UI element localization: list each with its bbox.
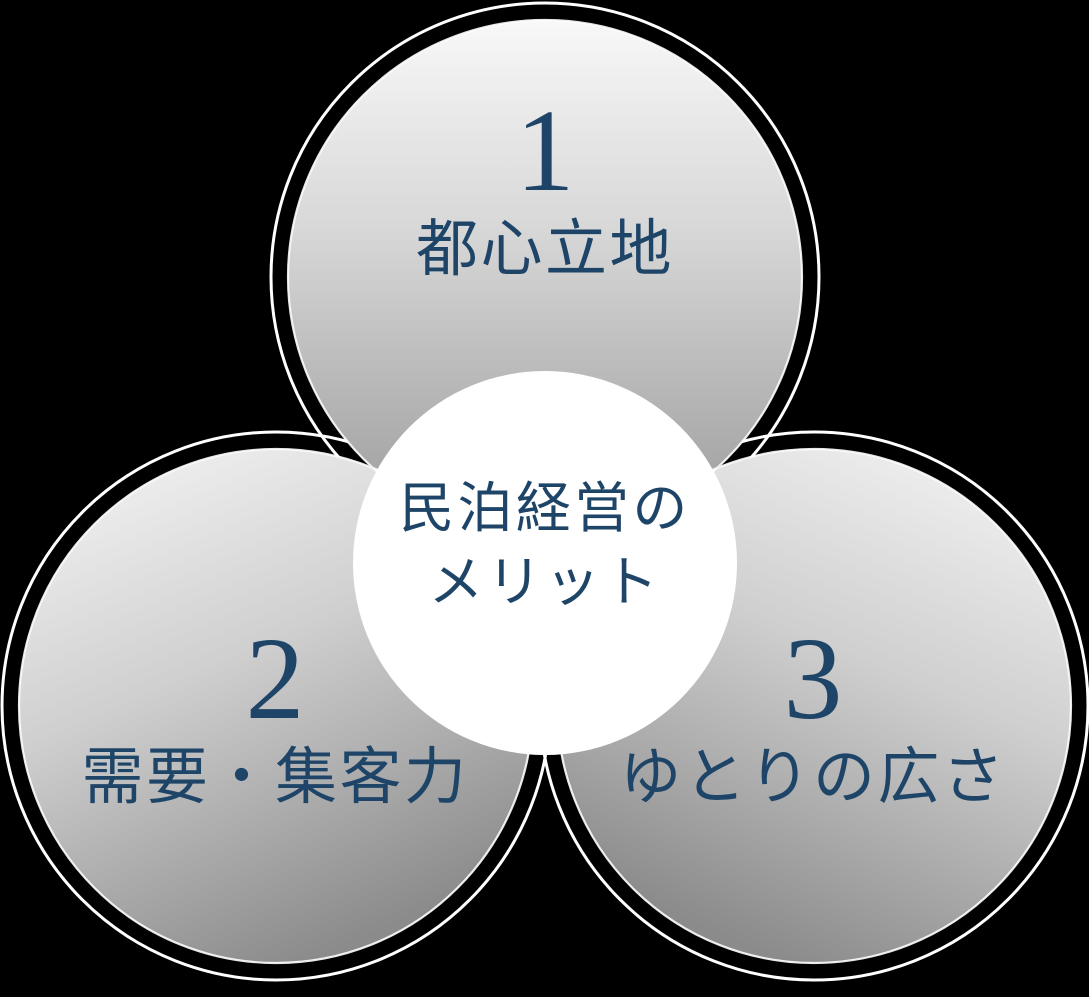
center-hub-line-2: メリット <box>428 552 662 614</box>
center-hub-line-1: 民泊経営の <box>399 478 691 539</box>
lobe-text-bottom-left: 2 需要・集客力 <box>18 613 532 813</box>
center-hub-circle[interactable] <box>353 371 737 755</box>
center-hub-text: 民泊経営の メリット <box>353 472 737 621</box>
lobe-label-1: 都心立地 <box>416 216 674 284</box>
lobe-label-3: ゆとりの広さ <box>619 744 1007 812</box>
lobe-circle-top[interactable] <box>288 20 802 534</box>
lobe-text-top: 1 都心立地 <box>288 85 802 285</box>
lobe-label-2: 需要・集客力 <box>81 744 469 812</box>
lobe-number-1: 1 <box>515 85 575 216</box>
lobe-text-bottom-right: 3 ゆとりの広さ <box>556 613 1070 813</box>
lobe-number-2: 2 <box>245 613 305 744</box>
lobe-number-3: 3 <box>783 613 843 744</box>
